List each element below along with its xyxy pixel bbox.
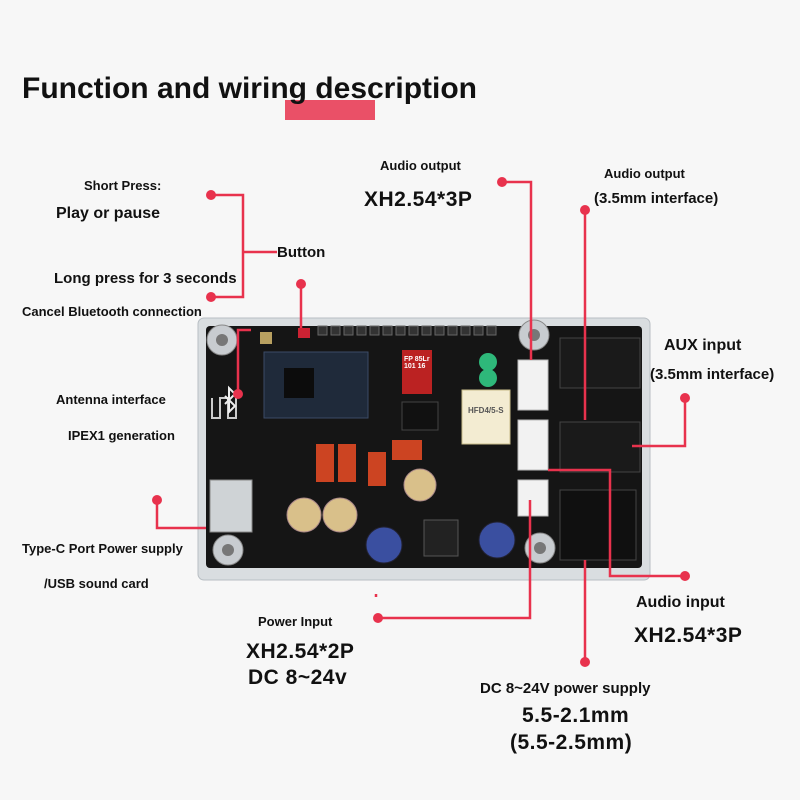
label-typec: Type-C Port Power supply bbox=[22, 541, 183, 556]
label-power-in: Power Input bbox=[258, 614, 333, 629]
red-cap-1 bbox=[402, 350, 432, 394]
line-aux bbox=[632, 398, 687, 448]
label-power-in-volt: DC 8~24v bbox=[248, 666, 348, 689]
label-dc-spec-1: 5.5-2.1mm bbox=[522, 704, 630, 727]
line-power-in bbox=[378, 500, 532, 620]
led-1 bbox=[479, 353, 497, 371]
xh-audio-in bbox=[517, 419, 549, 471]
screw-br-head bbox=[534, 542, 546, 554]
label-antenna: Antenna interface bbox=[56, 392, 166, 407]
label-power-in-spec: XH2.54*2P bbox=[246, 640, 355, 663]
label-audio-in: Audio input bbox=[636, 594, 725, 611]
dot-press bbox=[206, 190, 216, 200]
blue-cap-1 bbox=[365, 526, 403, 564]
line-audio-out-1 bbox=[502, 180, 533, 360]
label-audio-out-1: Audio output bbox=[380, 158, 461, 173]
dot-long bbox=[206, 292, 216, 302]
label-button: Button bbox=[277, 244, 326, 261]
label-audio-out-2-spec: (3.5mm interface) bbox=[594, 190, 719, 207]
label-cancel-bt: Cancel Bluetooth connection bbox=[22, 304, 202, 319]
label-dc-supply: DC 8~24V power supply bbox=[480, 680, 651, 697]
line-typec bbox=[155, 500, 206, 530]
label-short-press: Short Press: bbox=[84, 178, 162, 193]
dot-power-in bbox=[373, 613, 383, 623]
jack-out bbox=[559, 337, 641, 389]
label-play-pause: Play or pause bbox=[56, 205, 161, 222]
label-ipex: IPEX1 generation bbox=[68, 428, 175, 443]
label-usb: /USB sound card bbox=[44, 576, 149, 591]
film-cap-4 bbox=[392, 440, 422, 460]
gold-cap-2 bbox=[322, 497, 358, 533]
xh-audio-out bbox=[517, 359, 549, 411]
label-dc-spec-2: (5.5-2.5mm) bbox=[510, 731, 633, 754]
button-part bbox=[298, 328, 310, 338]
dot-button bbox=[296, 279, 306, 289]
line-press bbox=[211, 193, 245, 299]
relay-marking: HFD4/5-S bbox=[468, 406, 504, 415]
label-audio-out-1-spec: XH2.54*3P bbox=[364, 188, 473, 211]
screw-tl-head bbox=[216, 334, 228, 346]
label-aux-spec: (3.5mm interface) bbox=[650, 366, 775, 383]
dot-typec bbox=[152, 495, 162, 505]
dot-aux bbox=[680, 393, 690, 403]
label-long-press: Long press for 3 seconds bbox=[54, 270, 237, 287]
gold-cap-3 bbox=[403, 468, 437, 502]
dot-antenna bbox=[233, 389, 243, 399]
label-audio-in-spec: XH2.54*3P bbox=[634, 624, 743, 647]
bluetooth-module bbox=[263, 351, 369, 419]
film-cap-3 bbox=[368, 452, 386, 486]
cap-marking: FP 85Lr 101 16 bbox=[404, 356, 430, 370]
dot-audio-out-2 bbox=[580, 205, 590, 215]
amp-ic bbox=[401, 401, 439, 431]
film-cap-2 bbox=[338, 444, 356, 482]
bt-chip bbox=[284, 368, 314, 398]
regulator bbox=[423, 519, 459, 557]
film-cap-1 bbox=[316, 444, 334, 482]
page-title: Function and wiring description bbox=[22, 72, 477, 105]
dot-dc-supply bbox=[580, 657, 590, 667]
usb-c-port bbox=[209, 479, 253, 533]
led-2 bbox=[479, 369, 497, 387]
gold-cap-1 bbox=[286, 497, 322, 533]
dc-jack bbox=[559, 489, 637, 561]
pin-header bbox=[317, 325, 497, 336]
label-aux: AUX input bbox=[664, 337, 742, 354]
dot-audio-out-1 bbox=[497, 177, 507, 187]
blue-cap-2 bbox=[478, 521, 516, 559]
line-audio-in bbox=[548, 468, 685, 578]
label-audio-out-2: Audio output bbox=[604, 166, 685, 181]
pcb-antenna bbox=[211, 397, 237, 419]
antenna-connector bbox=[260, 332, 272, 344]
xh-power bbox=[517, 479, 549, 517]
line-antenna bbox=[236, 328, 251, 394]
screw-bl-head bbox=[222, 544, 234, 556]
dot-audio-in bbox=[680, 571, 690, 581]
relay bbox=[461, 389, 511, 445]
